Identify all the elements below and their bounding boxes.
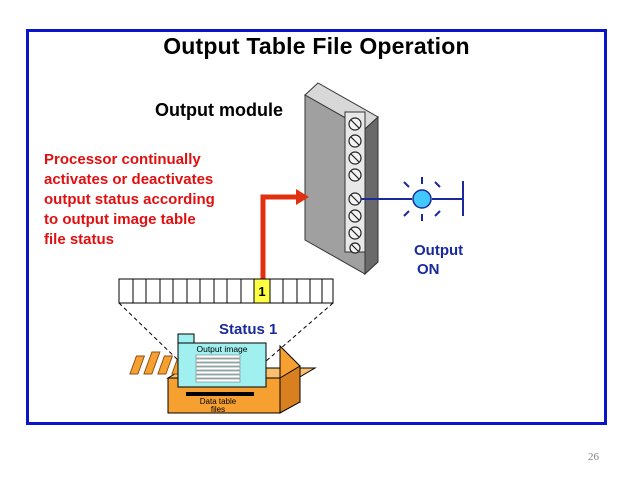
processor-text-line-5: file status [44, 231, 115, 248]
processor-text-line-1: Processor continually [44, 151, 201, 168]
processor-text-line-4: to output image table [44, 211, 196, 228]
output-lamp [412, 189, 432, 209]
output-module-label: Output module [155, 100, 283, 120]
data-table-label-1: Data table [200, 397, 237, 406]
output-image-card: Output image [177, 333, 267, 388]
red-arrow [260, 189, 309, 279]
output-module [304, 82, 379, 276]
projection-lines [118, 302, 334, 363]
data-table-label-2: files [211, 405, 225, 414]
lamp-rays [403, 177, 441, 221]
page-number: 26 [588, 451, 599, 463]
processor-text-line-3: output status according [44, 191, 215, 208]
data-table-files: Data table files [129, 344, 317, 414]
terminal-screws [348, 117, 362, 254]
output-lamp-circuit [361, 177, 464, 221]
slide-title: Output Table File Operation [163, 33, 470, 59]
processor-text-line-2: activates or deactivates [44, 171, 214, 188]
status-label: Status 1 [219, 321, 278, 338]
output-on-label: ON [417, 261, 440, 278]
output-label: Output [414, 242, 464, 259]
output-image-label: Output image [196, 344, 247, 354]
bit-value: 1 [258, 284, 265, 299]
output-image-table: 1 [118, 278, 334, 304]
